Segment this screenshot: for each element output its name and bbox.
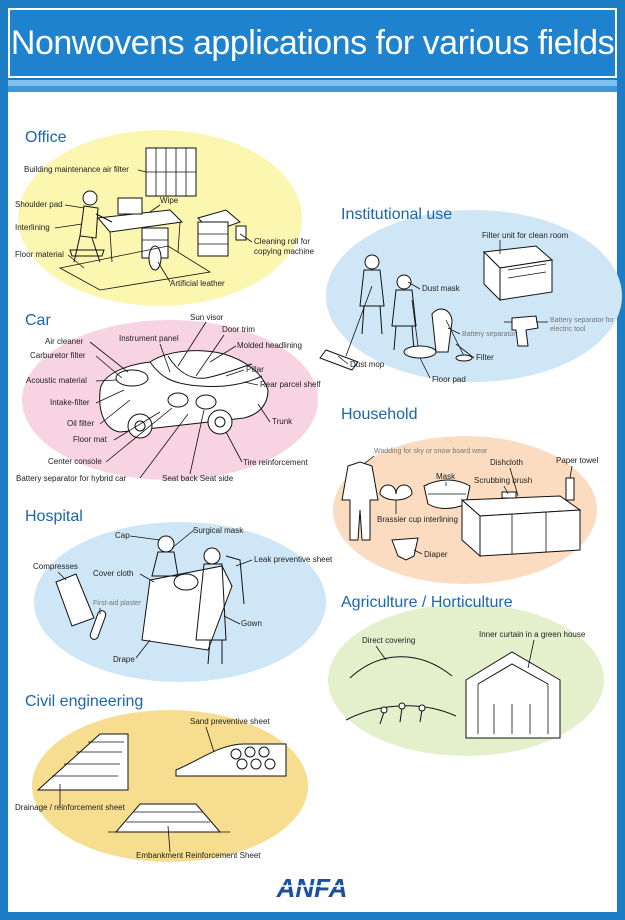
- electric-drill-drawing: [504, 315, 539, 347]
- wadding-label: Wadding for sky or snow board wear: [374, 448, 488, 455]
- cleaning-roll-label-1: Cleaning roll for: [254, 237, 310, 246]
- civil-heading: Civil engineering: [25, 693, 143, 710]
- sand-preventive-drawing: [175, 743, 287, 777]
- instrument-panel-label: Instrument panel: [119, 334, 179, 343]
- compresses-label: Compresses: [33, 562, 78, 571]
- battery-separator-tool-label-2: electric tool: [550, 326, 586, 333]
- workers-drawing: [319, 254, 437, 371]
- office-heading: Office: [25, 129, 67, 146]
- agriculture-heading: Agriculture / Horticulture: [341, 594, 513, 611]
- center-console-label: Center console: [48, 457, 102, 466]
- floor-mat-drawing: [58, 245, 212, 291]
- floor-pad-label: Floor pad: [432, 375, 466, 384]
- first-aid-label: First-aid plaster: [93, 600, 142, 607]
- acoustic-material-label: Acoustic material: [26, 376, 87, 385]
- title-underline: [8, 80, 617, 86]
- institutional-heading: Institutional use: [341, 206, 452, 223]
- car-heading: Car: [25, 312, 51, 329]
- scrubbing-brush-label: Scrubbing brush: [474, 476, 532, 485]
- household-heading: Household: [341, 406, 418, 423]
- direct-covering-label: Direct covering: [362, 636, 415, 645]
- filter-unit-label: Filter unit for clean room: [482, 231, 569, 240]
- dust-mop-label: Dust mop: [350, 360, 385, 369]
- car-section: Car Sun visor Instrument panel Door trim…: [16, 312, 321, 483]
- door-trim-label: Door trim: [222, 325, 255, 334]
- carburetor-filter-label: Carburetor filter: [30, 351, 86, 360]
- greenhouse-drawing: [465, 651, 561, 739]
- dust-mask-label: Dust mask: [422, 284, 461, 293]
- embankment-label: Embankment Reinforcement Sheet: [136, 851, 261, 860]
- battery-separator-tool-label-1: Battery separator for: [550, 317, 614, 324]
- office-section: Office: [15, 129, 315, 306]
- paper-towel-label: Paper towel: [556, 456, 598, 465]
- intake-filter-label: Intake-filter: [50, 398, 90, 407]
- floor-material-label: Floor material: [15, 250, 64, 259]
- hospital-heading: Hospital: [25, 508, 83, 525]
- plaster-drawing: [89, 610, 107, 640]
- shoulder-pad-label: Shoulder pad: [15, 200, 63, 209]
- air-filter-drawing: [145, 147, 197, 197]
- oil-filter-label: Oil filter: [67, 419, 94, 428]
- page-title: Nonwovens applications for various field…: [10, 24, 615, 62]
- institutional-blob: [326, 210, 622, 382]
- rear-parcel-shelf-label: Rear parcel shelf: [260, 380, 321, 389]
- embankment-drawing: [108, 803, 230, 833]
- cover-cloth-label: Cover cloth: [93, 569, 133, 578]
- vacuum-drawing: [431, 308, 473, 362]
- kitchen-drawing: [460, 477, 582, 558]
- car-drawing: [99, 350, 269, 439]
- snow-suit-drawing: [341, 461, 379, 541]
- direct-covering-drawing: [345, 656, 457, 725]
- drape-label: Drape: [113, 655, 135, 664]
- compress-drawing: [55, 573, 95, 627]
- battery-hybrid-label: Battery separator for hybrid car: [16, 474, 127, 483]
- copier-drawing: [197, 209, 247, 257]
- agriculture-section: Agriculture / Horticulture Direct coveri…: [328, 594, 604, 756]
- drainage-slope-drawing: [36, 733, 129, 791]
- anfa-logo: ANFA: [264, 873, 356, 903]
- brassier-label: Brassier cup interlining: [377, 515, 458, 524]
- dishcloth-label: Dishcloth: [490, 458, 523, 467]
- drainage-label: Drainage / reinforcement sheet: [15, 803, 126, 812]
- building-filter-label: Building maintenance air filter: [24, 165, 129, 174]
- diaper-label: Diaper: [424, 550, 448, 559]
- pillar-label: Pillar: [246, 365, 264, 374]
- operating-table-drawing: [141, 535, 245, 665]
- gown-label: Gown: [241, 619, 262, 628]
- seat-back-label: Seat back Seat side: [162, 474, 234, 483]
- sun-visor-label: Sun visor: [190, 313, 224, 322]
- cleaning-roll-label-2: copying machine: [254, 247, 315, 256]
- leak-sheet-label: Leak preventive sheet: [254, 555, 333, 564]
- artificial-leather-label: Artificial leather: [170, 279, 225, 288]
- title-banner: Nonwovens applications for various field…: [8, 8, 617, 78]
- institutional-section: Institutional use: [319, 206, 622, 384]
- office-desk-drawing: [69, 190, 184, 271]
- inner-curtain-label: Inner curtain in a green house: [479, 630, 586, 639]
- civil-section: Civil engineering Sand preventive sheet …: [15, 693, 308, 862]
- surgical-mask-label: Surgical mask: [193, 526, 244, 535]
- air-cleaner-label: Air cleaner: [45, 337, 84, 346]
- household-section: Household Wadding for sky or snow board …: [333, 406, 598, 584]
- interlining-label: Interlining: [15, 223, 50, 232]
- wipe-label: Wipe: [160, 196, 179, 205]
- trunk-label: Trunk: [272, 417, 293, 426]
- clean-room-filter-drawing: [482, 245, 554, 302]
- hospital-section: Hospital Cap Surgical mask Leak preventi…: [25, 508, 333, 682]
- cap-label: Cap: [115, 531, 130, 540]
- floor-mat-label: Floor mat: [73, 435, 108, 444]
- tire-reinforcement-label: Tire reinforcement: [243, 458, 308, 467]
- sand-sheet-label: Sand preventive sheet: [190, 717, 270, 726]
- filter-label: Filter: [476, 353, 494, 362]
- molded-headlining-label: Molded headlining: [237, 341, 302, 350]
- battery-separator-label: Battery separator: [462, 331, 516, 338]
- mask-label: Mask: [436, 472, 456, 481]
- diaper-drawing: [391, 537, 419, 561]
